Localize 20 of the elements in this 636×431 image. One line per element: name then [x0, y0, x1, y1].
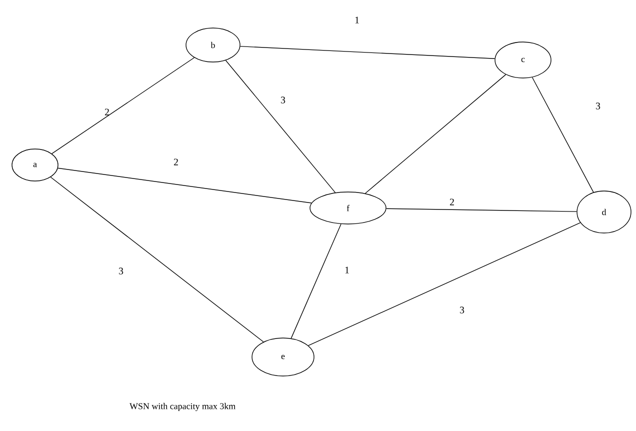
edge-label: 3 [119, 268, 124, 274]
edge-line [364, 74, 506, 194]
edge-label: 2 [174, 158, 178, 166]
edge-line [308, 222, 581, 346]
edge-label: 2 [104, 108, 109, 116]
edge-label: 1 [355, 16, 359, 24]
edge-label: 3 [596, 102, 600, 110]
edge-line [225, 60, 336, 193]
edge-line [58, 168, 312, 204]
edge-line [50, 176, 264, 342]
edge-line [240, 46, 496, 59]
edge-line [386, 208, 577, 212]
edge-label: 2 [450, 198, 454, 206]
edge-label: 3 [281, 96, 286, 104]
edge-label: 1 [345, 266, 349, 274]
edge-label: 3 [460, 306, 464, 314]
edge-line [290, 224, 342, 339]
edge-line [532, 77, 594, 193]
caption: WSN with capacity max 3km [130, 402, 236, 412]
edge-line [51, 57, 195, 154]
